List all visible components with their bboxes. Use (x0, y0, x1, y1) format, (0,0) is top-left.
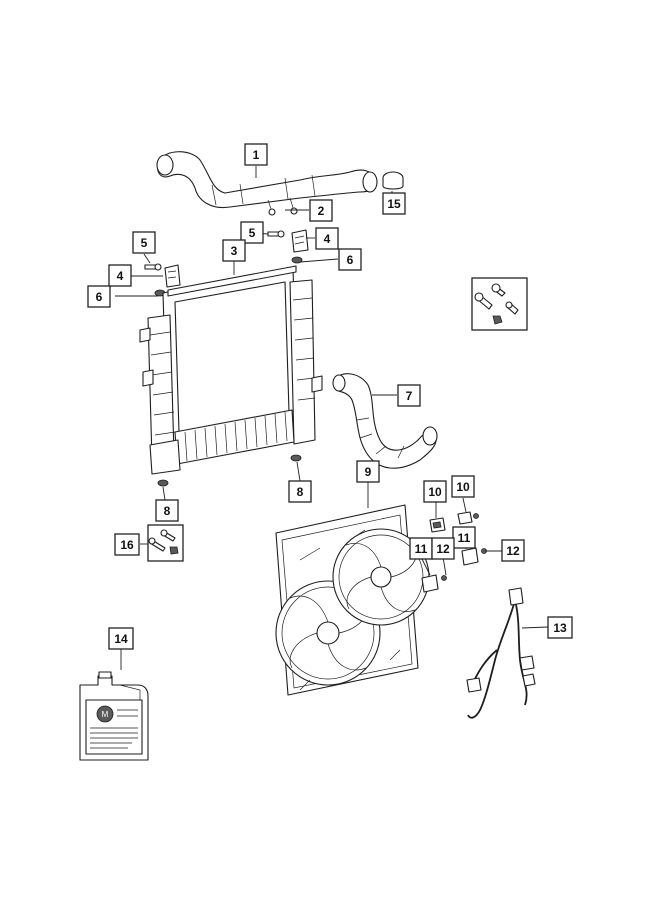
mounting-bracket-left-icon[interactable] (164, 264, 181, 288)
lower-radiator-hose-icon[interactable] (332, 373, 438, 469)
svg-text:3: 3 (231, 244, 238, 258)
svg-text:12: 12 (506, 544, 520, 558)
grommet-upper-right-icon[interactable] (291, 256, 303, 264)
connector-11a-icon[interactable] (421, 574, 447, 593)
svg-text:16: 16 (120, 538, 134, 552)
callout-1: 1 (244, 143, 268, 166)
svg-text:14: 14 (114, 632, 128, 646)
svg-text:10: 10 (456, 480, 470, 494)
callout-14: 14 (108, 627, 134, 650)
upper-radiator-hose-icon[interactable] (156, 151, 378, 216)
svg-text:4: 4 (117, 269, 124, 283)
svg-text:15: 15 (387, 197, 401, 211)
callout-4-left: 4 (108, 264, 132, 287)
svg-text:5: 5 (249, 226, 256, 240)
callout-6-right: 6 (338, 248, 362, 271)
callout-15: 15 (382, 192, 406, 215)
callout-2: 2 (309, 199, 333, 222)
callout-10-left: 10 (423, 480, 447, 503)
grommet-lower-right-icon[interactable] (290, 454, 302, 462)
cooling-fan-module-icon[interactable] (275, 504, 430, 696)
callout-11-left: 11 (409, 537, 433, 560)
callout-11-right: 11 (452, 526, 476, 549)
bolt-kit-icon[interactable] (147, 524, 184, 562)
callout-4-right: 4 (315, 227, 339, 250)
callout-6-left: 6 (87, 285, 111, 308)
callout-7: 7 (397, 384, 421, 407)
callout-3: 3 (222, 239, 246, 262)
radiator-icon[interactable] (139, 265, 323, 475)
wiring-harness-icon[interactable] (466, 587, 536, 719)
svg-text:2: 2 (318, 204, 325, 218)
callout-5-right: 5 (240, 221, 264, 244)
bolt-left-icon[interactable] (144, 263, 162, 271)
mounting-bracket-right-icon[interactable] (291, 229, 309, 253)
hardware-kit-icon[interactable] (471, 277, 528, 331)
svg-text:8: 8 (297, 485, 304, 499)
radiator-cap-icon[interactable] (382, 171, 404, 190)
grommet-lower-left-icon[interactable] (157, 479, 169, 487)
callout-10-right: 10 (451, 475, 475, 498)
svg-text:M: M (102, 710, 109, 719)
svg-text:6: 6 (96, 290, 103, 304)
svg-text:9: 9 (365, 465, 372, 479)
svg-text:12: 12 (436, 542, 450, 556)
callout-8-right: 8 (288, 480, 312, 503)
callout-12-right: 12 (501, 539, 525, 562)
connector-10b-icon[interactable] (457, 511, 479, 525)
svg-text:11: 11 (415, 542, 428, 556)
connector-11b-icon[interactable] (461, 547, 487, 566)
svg-text:8: 8 (164, 504, 171, 518)
connector-10a-icon[interactable] (429, 517, 446, 533)
svg-text:11: 11 (458, 531, 471, 545)
callout-12-left: 12 (431, 537, 455, 560)
callout-8-left: 8 (155, 499, 179, 522)
svg-text:6: 6 (347, 253, 354, 267)
callout-5-left: 5 (132, 231, 156, 254)
svg-text:1: 1 (253, 148, 260, 162)
svg-text:13: 13 (553, 621, 567, 635)
callout-16: 16 (114, 533, 140, 556)
svg-text:10: 10 (428, 485, 442, 499)
coolant-container-icon[interactable]: M (79, 671, 149, 761)
callout-13: 13 (547, 616, 573, 639)
bolt-right-icon[interactable] (267, 230, 285, 238)
callout-9: 9 (356, 460, 380, 483)
svg-text:7: 7 (406, 389, 413, 403)
svg-text:4: 4 (324, 232, 331, 246)
svg-text:5: 5 (141, 236, 148, 250)
